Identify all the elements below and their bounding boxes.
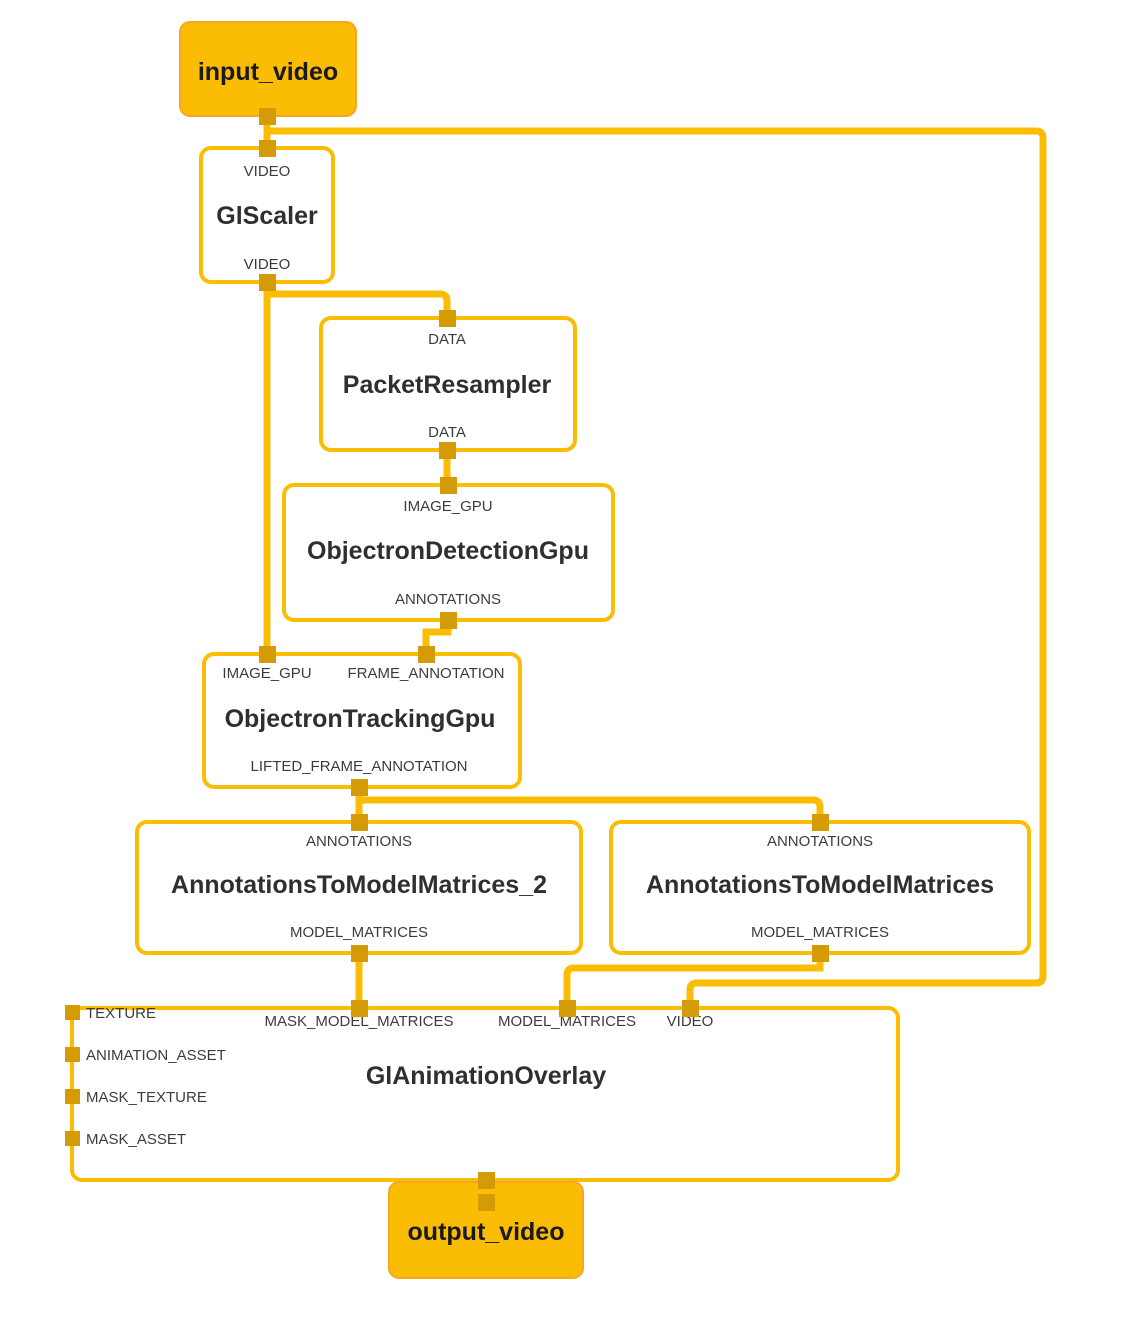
port-label-objectrondetection-out-annotations: ANNOTATIONS — [395, 591, 501, 608]
edge-objectrontracking-to-atmm — [359, 796, 824, 822]
port-objectrontracking-out-lifted[interactable] — [351, 779, 368, 796]
node-output-video-label: output_video — [408, 1218, 565, 1246]
port-label-packetresampler-in-data: DATA — [428, 331, 466, 348]
edge-glscaler-to-packetresampler — [263, 282, 451, 318]
port-label-atmm-in-annotations: ANNOTATIONS — [767, 833, 873, 850]
node-objectron-tracking-gpu[interactable]: IMAGE_GPU FRAME_ANNOTATION ObjectronTrac… — [202, 652, 522, 789]
port-glscaler-out-video[interactable] — [259, 274, 276, 291]
port-label-objectrontracking-in-image-gpu: IMAGE_GPU — [222, 665, 311, 682]
port-label-atmm2-in-annotations: ANNOTATIONS — [306, 833, 412, 850]
port-layer — [65, 108, 829, 1211]
port-overlay-side-texture[interactable] — [65, 1005, 80, 1020]
node-annotations-to-model-matrices-label: AnnotationsToModelMatrices — [646, 871, 994, 899]
port-objectrondetection-out-annotations[interactable] — [440, 612, 457, 629]
port-atmm2-in-annotations[interactable] — [351, 814, 368, 831]
port-label-objectrondetection-in-image-gpu: IMAGE_GPU — [403, 498, 492, 515]
node-input-video-label: input_video — [198, 58, 338, 86]
port-label-objectrontracking-in-frame-annotation: FRAME_ANNOTATION — [348, 665, 505, 682]
port-glscaler-in-video[interactable] — [259, 140, 276, 157]
node-gl-scaler-label: GlScaler — [216, 202, 318, 230]
port-packetresampler-in-data[interactable] — [439, 310, 456, 327]
port-label-overlay-side-mask-asset: MASK_ASSET — [86, 1131, 186, 1148]
port-atmm2-out-model-matrices[interactable] — [351, 945, 368, 962]
node-annotations-to-model-matrices[interactable]: ANNOTATIONS AnnotationsToModelMatrices M… — [609, 820, 1031, 955]
port-overlay-side-mask-texture[interactable] — [65, 1089, 80, 1104]
port-label-overlay-in-video: VIDEO — [667, 1013, 714, 1030]
port-label-overlay-side-mask-texture: MASK_TEXTURE — [86, 1089, 207, 1106]
node-annotations-to-model-matrices-2-label: AnnotationsToModelMatrices_2 — [171, 871, 547, 899]
port-input-video-out[interactable] — [259, 108, 276, 125]
port-atmm-out-model-matrices[interactable] — [812, 945, 829, 962]
node-output-video[interactable]: output_video — [388, 1181, 584, 1279]
port-atmm-in-annotations[interactable] — [812, 814, 829, 831]
port-label-overlay-side-texture: TEXTURE — [86, 1005, 156, 1022]
port-label-objectrontracking-out-lifted: LIFTED_FRAME_ANNOTATION — [251, 758, 468, 775]
port-packetresampler-out-data[interactable] — [439, 442, 456, 459]
edge-input-video-to-overlay-video — [267, 127, 1047, 1008]
node-objectron-detection-gpu-label: ObjectronDetectionGpu — [307, 537, 589, 565]
port-label-packetresampler-out-data: DATA — [428, 424, 466, 441]
port-objectrontracking-in-frame-annotation[interactable] — [418, 646, 435, 663]
node-gl-scaler[interactable]: VIDEO GlScaler VIDEO — [199, 146, 335, 284]
port-overlay-in-model-matrices[interactable] — [559, 1000, 576, 1017]
port-overlay-in-video[interactable] — [682, 1000, 699, 1017]
node-annotations-to-model-matrices-2[interactable]: ANNOTATIONS AnnotationsToModelMatrices_2… — [135, 820, 583, 955]
port-output-video-in[interactable] — [478, 1194, 495, 1211]
node-input-video[interactable]: input_video — [179, 21, 357, 117]
node-layer: input_video VIDEO GlScaler VIDEO DATA Pa… — [70, 21, 1031, 1279]
port-overlay-side-mask-asset[interactable] — [65, 1131, 80, 1146]
port-overlay-in-mask-model-matrices[interactable] — [351, 1000, 368, 1017]
port-objectrontracking-in-image-gpu[interactable] — [259, 646, 276, 663]
port-label-glscaler-in-video: VIDEO — [244, 163, 291, 180]
port-overlay-out[interactable] — [478, 1172, 495, 1189]
node-gl-animation-overlay[interactable]: MASK_MODEL_MATRICES MODEL_MATRICES VIDEO… — [70, 1005, 900, 1182]
edge-atmm-to-overlay-model-matrices — [563, 953, 824, 1008]
port-label-overlay-side-animation-asset: ANIMATION_ASSET — [86, 1047, 226, 1064]
node-objectron-detection-gpu[interactable]: IMAGE_GPU ObjectronDetectionGpu ANNOTATI… — [282, 483, 615, 622]
node-gl-animation-overlay-label: GlAnimationOverlay — [366, 1062, 606, 1090]
port-overlay-side-animation-asset[interactable] — [65, 1047, 80, 1062]
port-label-glscaler-out-video: VIDEO — [244, 256, 291, 273]
port-label-atmm-out-model-matrices: MODEL_MATRICES — [751, 924, 889, 941]
port-label-overlay-in-mask-model-matrices: MASK_MODEL_MATRICES — [265, 1013, 454, 1030]
node-packet-resampler[interactable]: DATA PacketResampler DATA — [319, 316, 577, 452]
port-label-overlay-in-model-matrices: MODEL_MATRICES — [498, 1013, 636, 1030]
node-packet-resampler-label: PacketResampler — [343, 371, 552, 399]
port-objectrondetection-in-image-gpu[interactable] — [440, 477, 457, 494]
node-objectron-tracking-gpu-label: ObjectronTrackingGpu — [225, 705, 496, 733]
port-label-atmm2-out-model-matrices: MODEL_MATRICES — [290, 924, 428, 941]
